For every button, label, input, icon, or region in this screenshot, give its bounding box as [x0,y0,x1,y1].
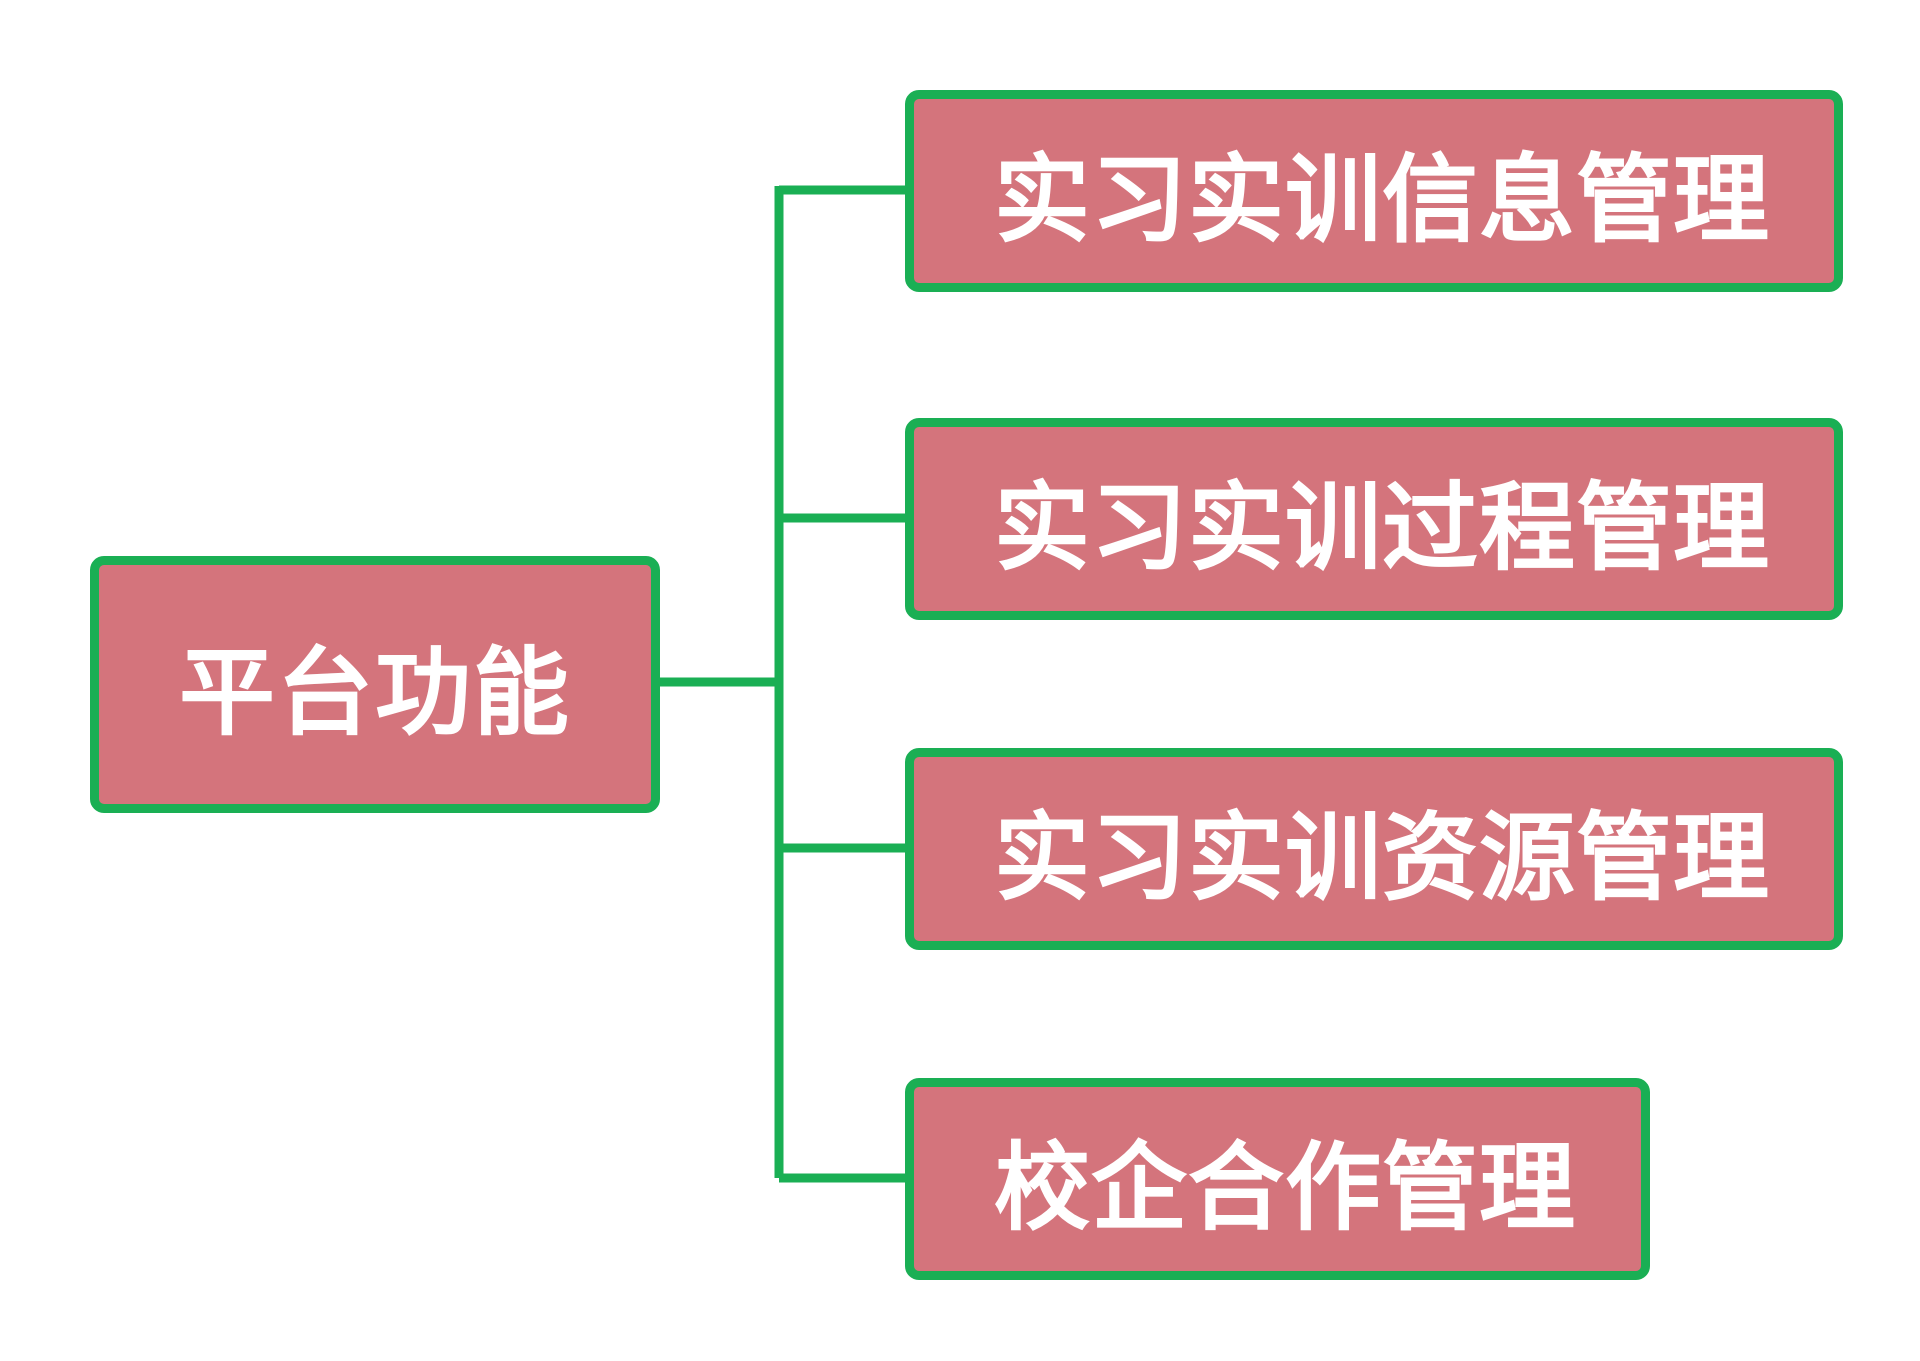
child-node-school-enterprise: 校企合作管理 [905,1078,1650,1280]
child-node-internship-process: 实习实训过程管理 [905,418,1843,620]
child-node-label: 校企合作管理 [994,1131,1576,1244]
child-node-label: 实习实训资源管理 [994,801,1770,914]
root-node: 平台功能 [90,556,660,813]
child-node-label: 实习实训过程管理 [994,471,1770,584]
root-node-label: 平台功能 [179,637,571,749]
child-node-internship-resources: 实习实训资源管理 [905,748,1843,950]
child-node-label: 实习实训信息管理 [994,143,1770,256]
child-node-internship-info: 实习实训信息管理 [905,90,1843,292]
